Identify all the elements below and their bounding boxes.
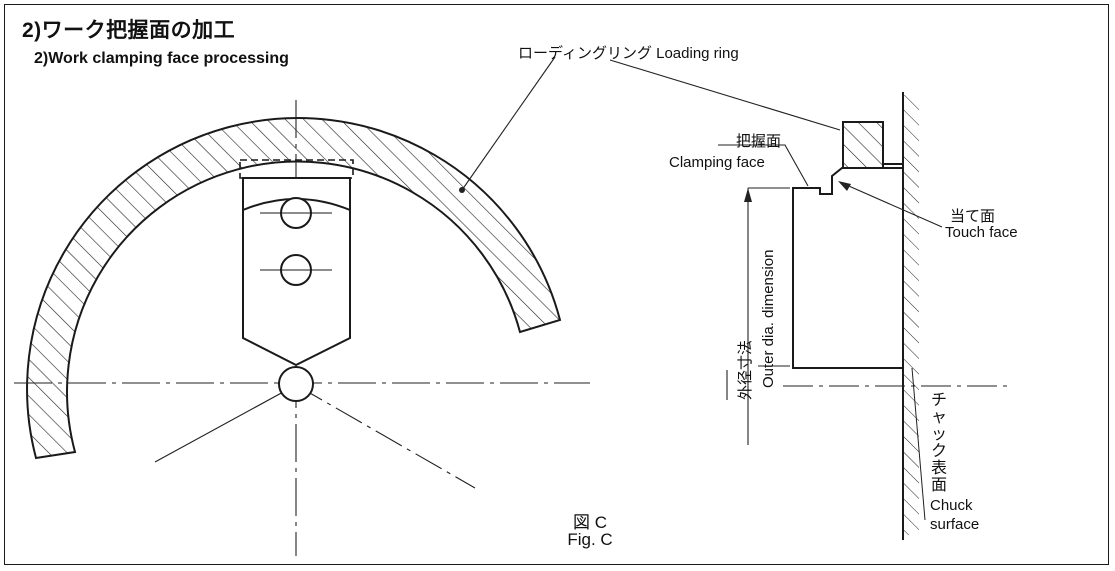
loading-ring-label: ローディングリング Loading ring <box>518 45 739 62</box>
title-japanese: 2)ワーク把握面の加工 <box>22 19 236 42</box>
loading-ring-leader-right <box>609 59 841 131</box>
clamping-face-leader <box>718 144 809 187</box>
touch-face-arrow <box>838 181 851 191</box>
touch-face-label-en: Touch face <box>945 224 1018 241</box>
clamping-face-label-en: Clamping face <box>669 154 765 171</box>
touch-face-label-jp: 当て面 <box>950 208 996 225</box>
dimension-arrow <box>744 188 752 202</box>
jaw-hole-upper <box>260 197 332 229</box>
chuck-surface-label-en-2: surface <box>930 516 980 533</box>
diagram-frame <box>4 4 1109 565</box>
loading-ring-leader-left <box>461 56 556 191</box>
workpiece-section <box>792 167 904 369</box>
dimension-lines <box>726 187 1012 445</box>
jaw-hole-lower <box>260 254 332 286</box>
figure-caption-jp: 図 C <box>573 513 607 532</box>
chuck-surface-leader <box>911 367 926 521</box>
chuck-surface-label-jp: チャック表面 <box>930 392 947 494</box>
figure-caption-en: Fig. C <box>567 530 613 549</box>
loading-ring-section <box>26 117 562 460</box>
chuck-surface-label-en-1: Chuck <box>930 497 973 514</box>
leader-dot <box>459 187 465 193</box>
chuck-wall <box>902 92 919 540</box>
touch-face-leader <box>841 182 943 228</box>
loading-ring-small-section <box>842 121 884 169</box>
outer-dia-label-en: Outer dia. dimension <box>760 249 777 388</box>
title-english: 2)Work clamping face processing <box>34 50 289 67</box>
outer-dia-label-jp: 外径寸法 <box>737 339 754 400</box>
clamping-face-label-jp: 把握面 <box>736 133 782 150</box>
workpiece-circle <box>278 366 314 402</box>
